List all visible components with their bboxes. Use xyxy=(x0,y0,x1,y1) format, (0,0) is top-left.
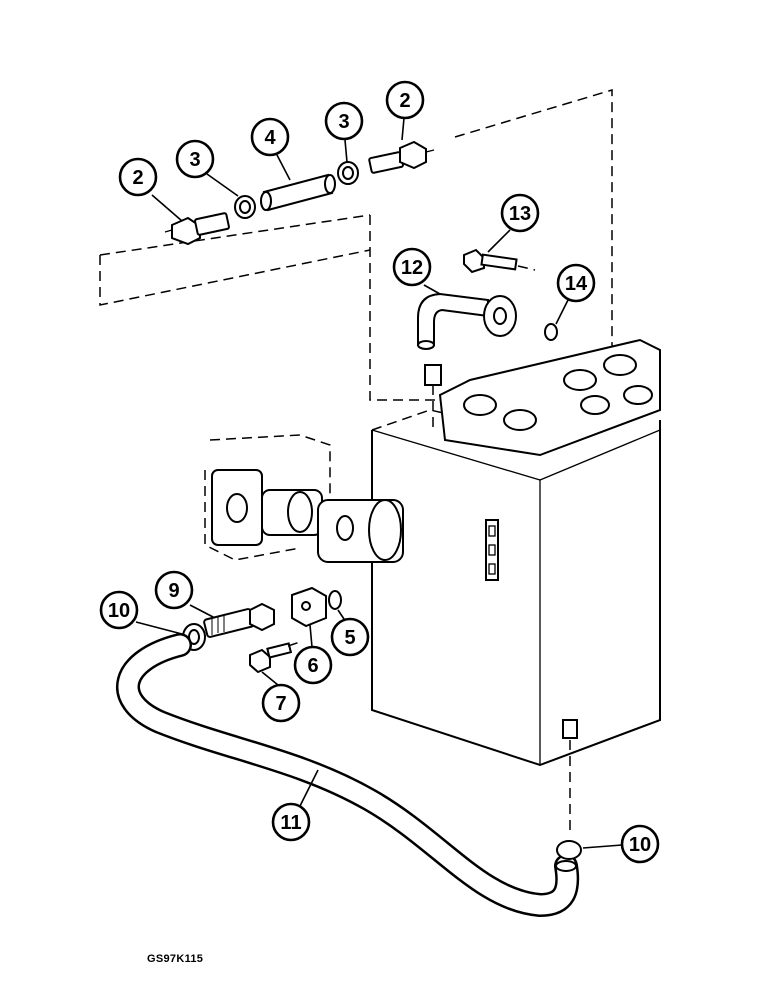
callout-4: 4 xyxy=(250,117,290,157)
callout-2-left-label: 2 xyxy=(132,167,143,189)
hydraulic-pump xyxy=(204,434,404,563)
callout-9: 9 xyxy=(154,570,194,610)
callout-5-label: 5 xyxy=(344,627,355,649)
callout-3-left-label: 3 xyxy=(189,149,200,171)
callout-13: 13 xyxy=(500,193,540,233)
hose-assembly xyxy=(116,633,582,918)
inset-outline xyxy=(99,88,613,401)
callout-9-label: 9 xyxy=(168,580,179,602)
callout-5: 5 xyxy=(330,617,370,657)
callout-13-label: 13 xyxy=(509,203,531,225)
callout-3-right-label: 3 xyxy=(338,111,349,133)
callout-10-left-label: 10 xyxy=(108,600,130,622)
callout-10-right: 10 xyxy=(620,824,660,864)
upper-fittings xyxy=(164,140,435,246)
callout-6-label: 6 xyxy=(307,655,318,677)
callout-10-right-label: 10 xyxy=(629,834,651,856)
callout-4-label: 4 xyxy=(264,127,276,149)
hydraulic-tank xyxy=(371,409,661,835)
callout-10-left: 10 xyxy=(99,590,139,630)
callout-14-label: 14 xyxy=(565,273,588,295)
callout-14: 14 xyxy=(556,263,596,303)
callout-7-label: 7 xyxy=(275,693,286,715)
leader-lines xyxy=(135,117,623,849)
callout-2-left: 2 xyxy=(118,157,158,197)
callout-7: 7 xyxy=(261,683,301,723)
callout-12: 12 xyxy=(392,247,432,287)
elbow-assembly xyxy=(417,248,558,350)
callout-11: 11 xyxy=(271,802,311,842)
callout-3-left: 3 xyxy=(175,139,215,179)
callout-6: 6 xyxy=(293,645,333,685)
callout-3-right: 3 xyxy=(324,101,364,141)
figure-code: GS97K115 xyxy=(147,953,204,965)
callout-2-right: 2 xyxy=(385,80,425,120)
callout-2-right-label: 2 xyxy=(399,90,410,112)
control-valve-block xyxy=(424,338,661,457)
callout-11-label: 11 xyxy=(280,812,301,834)
callout-12-label: 12 xyxy=(401,257,423,279)
